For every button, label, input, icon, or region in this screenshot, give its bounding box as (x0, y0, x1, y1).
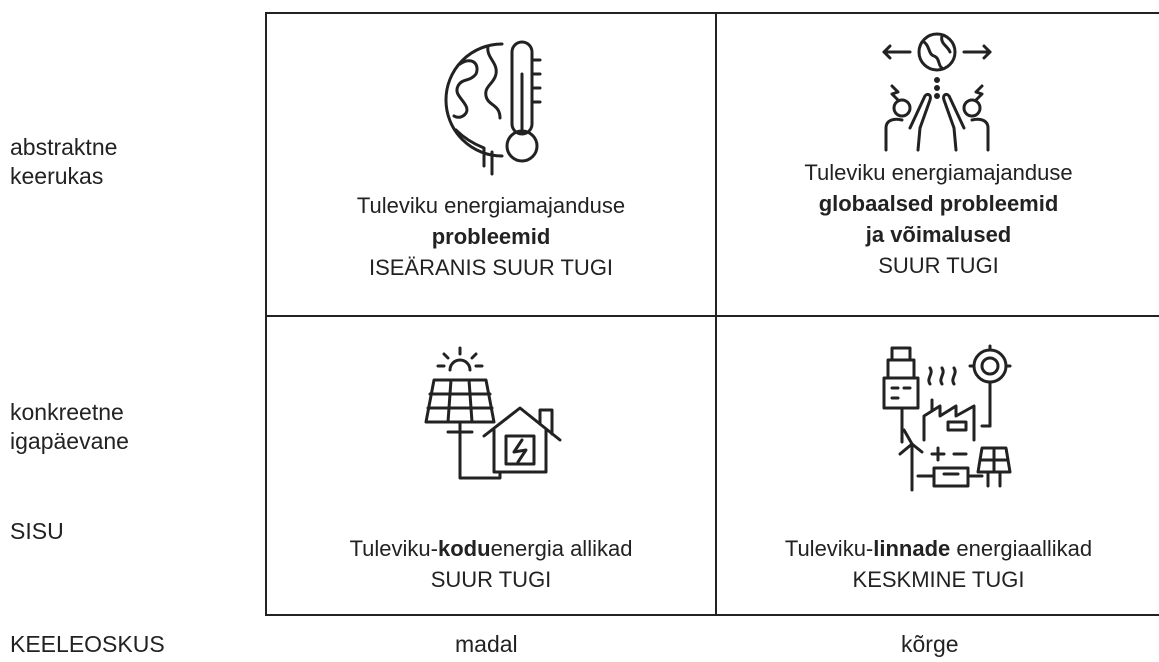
abstract-label-line2: keerukas (10, 163, 104, 189)
concrete-label-line2: igapäevane (10, 428, 129, 454)
cell-top-right: Tuleviku energiamajanduse globaalsed pro… (717, 157, 1159, 281)
grid-vertical-divider (715, 12, 717, 616)
cell-bottom-left-bold: kodu (438, 536, 491, 561)
cell-bottom-right-suffix: energiaallikad (950, 536, 1093, 561)
cell-top-right-bold1: globaalsed probleemid (818, 191, 1059, 216)
cell-bottom-right: Tuleviku-linnade energiaallikad KESKMINE… (717, 533, 1159, 595)
cell-bottom-left-suffix: energia allikad (490, 536, 633, 561)
globe-thermometer-icon (440, 34, 560, 179)
cell-bottom-right-bold: linnade (873, 536, 951, 561)
low-label: madal (455, 631, 518, 657)
cell-bottom-right-support: KESKMINE TUGI (852, 567, 1025, 592)
abstract-label: abstraktne keerukas (10, 133, 117, 191)
high-label: kõrge (901, 631, 959, 657)
cell-bottom-right-prefix: Tuleviku- (784, 536, 874, 561)
cell-top-right-line1: Tuleviku energiamajanduse (804, 160, 1073, 185)
concrete-label-line1: konkreetne (10, 399, 124, 425)
content-axis-label: SISU (10, 518, 64, 544)
grid-horizontal-divider (265, 315, 1159, 317)
cell-top-right-support: SUUR TUGI (878, 253, 999, 278)
cell-top-left-line1: Tuleviku energiamajanduse (356, 193, 626, 218)
city-energy-icon (878, 344, 1013, 494)
cell-bottom-left-support: SUUR TUGI (430, 567, 552, 592)
solar-house-icon (410, 346, 570, 486)
abstract-label-line1: abstraktne (10, 134, 118, 160)
cell-top-left: Tuleviku energiamajanduse probleemid ISE… (267, 190, 715, 283)
global-people-icon (872, 28, 1002, 153)
concrete-label: konkreetne igapäevane (10, 398, 129, 456)
matrix-grid (265, 12, 1159, 616)
cell-top-left-support: ISEÄRANIS SUUR TUGI (368, 255, 614, 280)
language-axis-label: KEELEOSKUS (10, 631, 165, 657)
cell-top-left-bold: probleemid (431, 224, 551, 249)
cell-bottom-left-prefix: Tuleviku- (349, 536, 438, 561)
cell-top-right-bold2: ja võimalused (865, 222, 1012, 247)
cell-bottom-left: Tuleviku-koduenergia allikad SUUR TUGI (267, 533, 715, 595)
